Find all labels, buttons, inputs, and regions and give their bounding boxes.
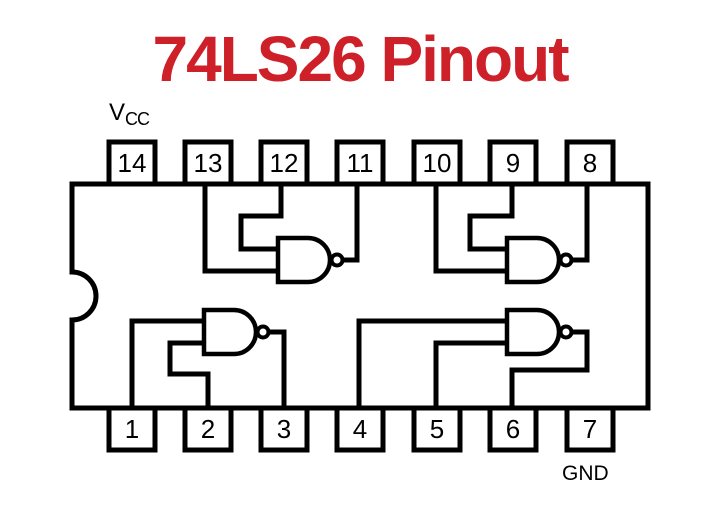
wire-gate3-to-pin8 xyxy=(573,181,590,263)
wire-gate4-to-pin6 xyxy=(509,329,590,411)
pin-number-14: 14 xyxy=(118,148,147,178)
pin-box-5 xyxy=(411,405,463,453)
pin-box-9 xyxy=(487,139,539,187)
wire-gate2-to-pin3 xyxy=(270,329,287,411)
pin-box-4 xyxy=(334,405,386,453)
pin-number-6: 6 xyxy=(506,414,520,444)
pin-number-12: 12 xyxy=(270,148,299,178)
pin-number-5: 5 xyxy=(430,414,444,444)
pin-box-8 xyxy=(564,139,616,187)
nand-gate3-bubble-icon xyxy=(558,252,574,268)
pin-box-14 xyxy=(106,139,158,187)
pin-number-8: 8 xyxy=(583,148,597,178)
pin-number-1: 1 xyxy=(125,414,139,444)
wire-pin1-to-gate2 xyxy=(129,318,204,411)
pin-box-11 xyxy=(334,139,386,187)
pin-box-2 xyxy=(182,405,234,453)
vcc-label-main: V xyxy=(109,99,126,126)
nand-gate4-bubble-icon xyxy=(558,324,574,340)
wire-pin9-to-gate3 xyxy=(467,181,515,252)
nand-gate2-bubble-icon xyxy=(255,324,271,340)
pin-box-3 xyxy=(258,405,310,453)
pin-number-7: 7 xyxy=(583,414,597,444)
pin-number-11: 11 xyxy=(347,148,374,178)
pin-box-12 xyxy=(258,139,310,187)
wire-pin12-to-gate1 xyxy=(238,181,284,252)
pin-box-6 xyxy=(487,405,539,453)
page-title: 74LS26 Pinout xyxy=(152,23,570,95)
wire-pin10-to-gate3 xyxy=(433,181,507,274)
pin-number-9: 9 xyxy=(506,148,520,178)
pin-number-2: 2 xyxy=(201,414,215,444)
wire-gate1-to-pin11 xyxy=(344,181,360,263)
pin-box-1 xyxy=(106,405,158,453)
gnd-label: GND xyxy=(562,462,609,485)
vcc-label-subscript: CC xyxy=(125,109,150,129)
nand-gate1-body xyxy=(275,235,333,285)
wire-pin2-to-gate2 xyxy=(167,340,211,411)
nand-gate2-body xyxy=(201,307,259,357)
wire-pin5-to-gate4 xyxy=(433,340,507,411)
pin-box-7 xyxy=(564,405,616,453)
wire-pin4-to-gate4 xyxy=(356,318,507,411)
nand-gate3-body xyxy=(504,235,562,285)
pin-number-13: 13 xyxy=(194,148,223,178)
nand-gate4-body xyxy=(504,307,562,357)
pin-box-10 xyxy=(411,139,463,187)
pin-number-10: 10 xyxy=(423,148,452,178)
wire-pin13-to-gate1 xyxy=(202,181,278,274)
pin-number-4: 4 xyxy=(353,414,367,444)
nand-gate1-bubble-icon xyxy=(329,252,345,268)
pin-box-13 xyxy=(182,139,234,187)
pin-number-3: 3 xyxy=(277,414,291,444)
vcc-label: VCC xyxy=(109,99,150,129)
